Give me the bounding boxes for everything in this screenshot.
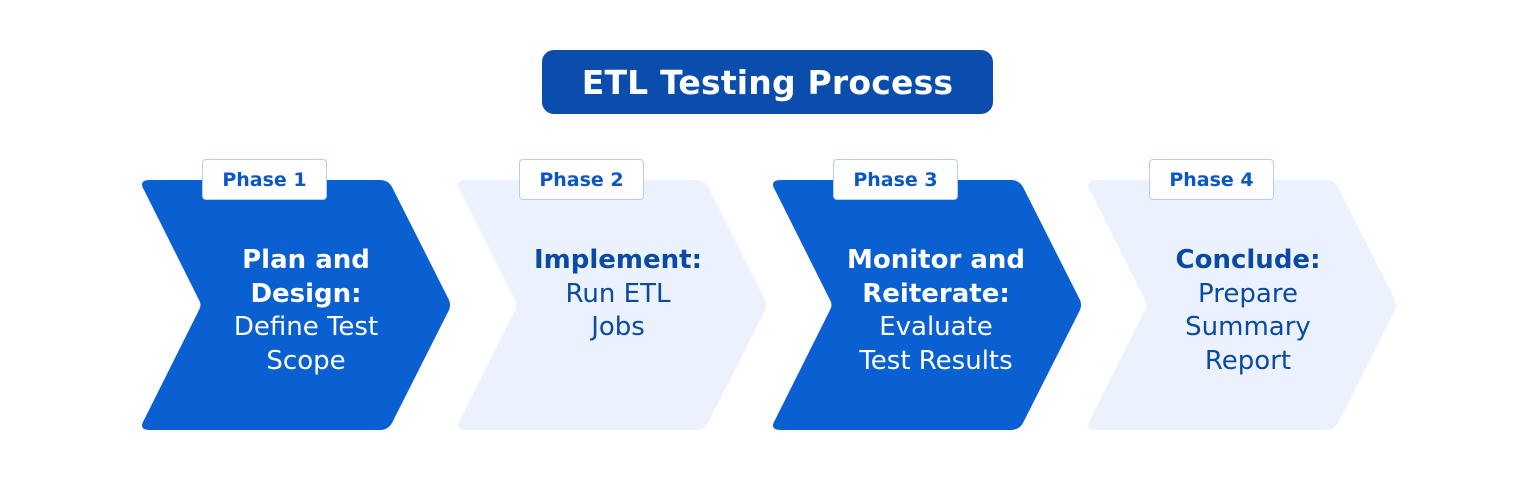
phase-2-chevron xyxy=(458,180,766,430)
phase-3-badge: Phase 3 xyxy=(833,159,958,200)
phase-4-heading: Conclude: xyxy=(1175,245,1321,275)
phase-1-chevron xyxy=(142,180,450,430)
phase-2-heading: Implement: xyxy=(534,245,702,275)
phase-2-description: Run ETL Jobs xyxy=(565,278,671,343)
phase-1-description: Define Test Scope xyxy=(233,312,379,376)
phase-3-chevron xyxy=(773,180,1081,430)
phase-1-text: Plan and Design: Define Test Scope xyxy=(186,244,426,378)
phase-1-heading: Plan and Design: xyxy=(242,245,370,309)
phase-4-description: Prepare Summary Report xyxy=(1185,278,1311,376)
phase-3-heading: Monitor and Reiterate: xyxy=(847,245,1025,309)
diagram-title: ETL Testing Process xyxy=(542,50,993,114)
phase-2-badge: Phase 2 xyxy=(519,159,644,200)
phase-4-chevron xyxy=(1088,180,1396,430)
phase-4-text: Conclude: Prepare Summary Report xyxy=(1128,244,1368,378)
phase-1-badge: Phase 1 xyxy=(202,159,327,200)
phase-2-text: Implement: Run ETL Jobs xyxy=(498,244,738,345)
phase-3-description: Evaluate Test Results xyxy=(859,312,1013,376)
phase-3-text: Monitor and Reiterate: Evaluate Test Res… xyxy=(816,244,1056,378)
phase-4-badge: Phase 4 xyxy=(1149,159,1274,200)
